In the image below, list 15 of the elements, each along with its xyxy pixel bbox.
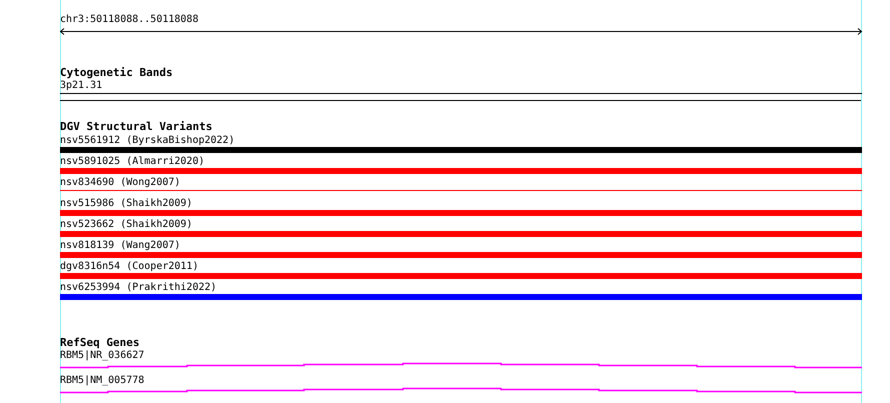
feature-label: nsv5561912 (ByrskaBishop2022) — [60, 135, 235, 146]
feature-label: 3p21.31 — [60, 80, 102, 91]
feature-label: nsv818139 (Wang2007) — [60, 240, 180, 251]
feature-label: dgv8316n54 (Cooper2011) — [60, 261, 198, 272]
track-title: DGV Structural Variants — [60, 121, 212, 132]
track-title: RefSeq Genes — [60, 337, 140, 348]
feature-label: RBM5|NR_036627 — [60, 350, 144, 361]
feature-label: nsv515986 (Shaikh2009) — [60, 198, 192, 209]
feature-label: nsv6253994 (Prakrithi2022) — [60, 282, 217, 293]
feature-label: RBM5|NM_005778 — [60, 375, 144, 386]
feature-label: nsv523662 (Shaikh2009) — [60, 219, 192, 230]
feature-label: nsv5891025 (Almarri2020) — [60, 156, 204, 167]
feature-label: nsv834690 (Wong2007) — [60, 177, 180, 188]
track-title: Cytogenetic Bands — [60, 67, 173, 78]
position-label: chr3:50118088..50118088 — [60, 14, 198, 25]
